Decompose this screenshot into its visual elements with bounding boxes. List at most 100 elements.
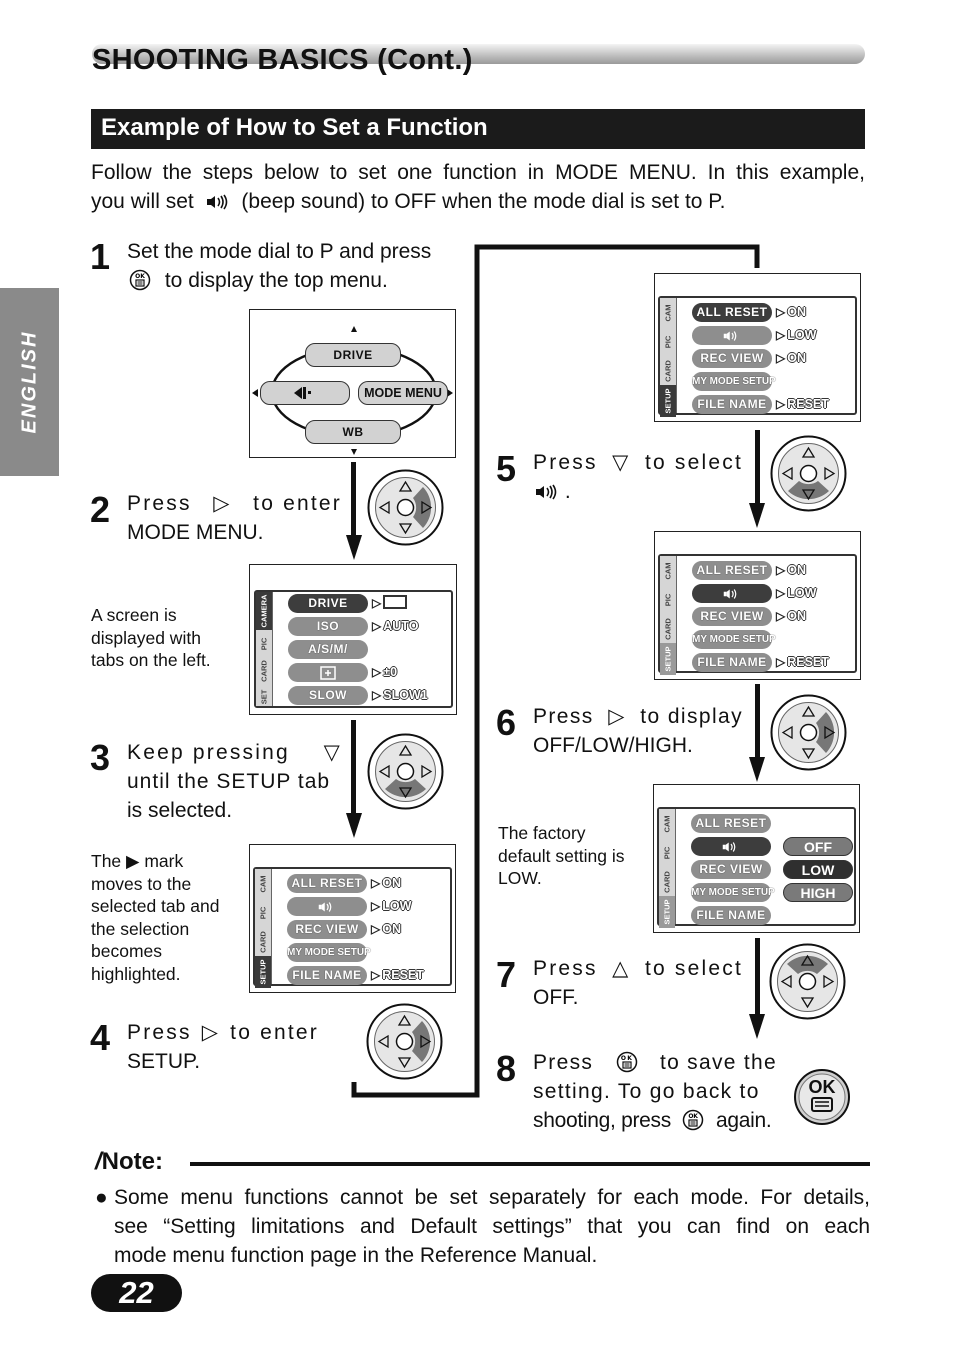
pencil-icon: / [95,1148,102,1175]
title-bar [92,44,865,64]
step-1-number: 1 [90,236,111,277]
step-2-post: to enter [253,492,342,515]
menu-item-asm: A/S/M/ [288,640,368,659]
svg-text:OK: OK [620,1055,632,1062]
arrow-head-6 [749,757,765,782]
setup-tab-screen: CAM PIC CARD SETUP ALL RESET REC VIEW MY… [249,844,456,993]
arrow-head-2 [346,535,362,560]
value-exposure: ±0 [372,663,397,682]
caption-factory-1: The factory [498,823,586,843]
menu-item-beep [692,584,772,603]
menu-item-all-reset: ALL RESET [691,814,771,833]
step-6-line-2: OFF/LOW/HIGH. [533,734,693,757]
value-rec-view: ON [776,607,806,626]
menu-item-file-name: FILE NAME [692,653,772,672]
caption-mark-6: highlighted. [91,963,181,984]
menu-item-file-name: FILE NAME [692,395,772,414]
beep-icon [536,484,557,500]
step-6-pre: Press [533,705,594,728]
arrow-head-5 [749,503,765,528]
step-5-period: . [564,480,571,503]
step-5-pre: Press [533,451,598,474]
value-all-reset: ON [776,561,806,580]
step-1-line-1: Set the mode dial to P and press [127,240,432,263]
note-line-2: see “Setting limitations and Default set… [114,1215,870,1238]
down-arrow-icon: ▽ [323,741,342,764]
setup-enter-lcd: CAM PIC CARD SETUP ALL RESET REC VIEW MY… [658,296,857,417]
note-divider [190,1162,870,1166]
ok-menu-icon: OK [683,1109,704,1131]
arrow-pad-up [769,943,846,1020]
note-line-1: ●Some menu functions cannot be set separ… [95,1183,870,1212]
menu-item-my-mode-setup: MY MODE SETUP [691,883,775,902]
step-5-number: 5 [496,448,517,489]
ok-button-label: OK [809,1077,836,1097]
value-all-reset: ON [776,303,806,322]
arrow-pad-down [367,733,444,810]
menu-tabs: CAM PIC CARD SETUP [660,556,677,675]
step-6-number: 6 [496,702,517,743]
arrow-pad-right [770,694,847,771]
step-3-line-2: until the SETUP tab [127,770,331,793]
step-8-pre: Press [533,1051,594,1074]
menu-item-slow: SLOW [288,686,368,705]
caption-mark-3: selected tab and [91,896,220,916]
right-arrow-icon: ▷ [201,1021,221,1044]
up-arrow-icon: △ [612,957,631,980]
step-8-post: to save the [659,1051,777,1074]
svg-text:OK: OK [689,1113,699,1120]
tab-card: CARD [663,617,673,640]
tab-cam: CAM [663,561,673,580]
step-1-line-2-text: to display the top menu. [164,269,388,292]
beep-selected-lcd: CAM PIC CARD SETUP ALL RESET REC VIEW MY… [658,554,857,675]
menu-item-file-name: FILE NAME [287,966,367,985]
top-menu-mode-menu: MODE MENU [358,381,448,405]
note-heading-text: Note: [101,1148,163,1175]
menu-item-my-mode-setup: MY MODE SETUP [287,943,371,962]
menu-item-iso: ISO [288,617,368,636]
step-4-pre: Press [127,1021,192,1044]
tab-camera: CAMERA [256,592,272,630]
step-3-line-1: Keep pressing ▽ [127,738,342,767]
tab-card: CARD [662,870,672,893]
setup-tab-lcd: CAM PIC CARD SETUP ALL RESET REC VIEW MY… [253,867,452,988]
ok-menu-icon: OK [129,269,151,291]
menu-item-exposure [288,663,368,682]
caption-tabs: A screen is displayed with tabs on the l… [91,604,211,672]
caption-tabs-1: A screen is [91,605,177,625]
caption-mark-5: becomes [91,941,163,961]
setup-enter-screen: CAM PIC CARD SETUP ALL RESET REC VIEW MY… [654,273,861,422]
caption-factory-2: default setting is [498,845,625,866]
step-7-pre: Press [533,957,598,980]
note-line-3: mode menu function page in the Reference… [114,1244,598,1267]
arrow-head-7 [749,1014,765,1039]
step-8-line-3-pre: shooting, press [533,1109,671,1132]
top-menu-screen: DRIVE WB MODE MENU [249,309,456,458]
intro-line-1: Follow the steps below to set one functi… [91,161,865,184]
flow-connector [351,244,760,1098]
top-menu-wb: WB [305,420,401,444]
arrow-shaft-7 [755,938,760,1016]
note-heading: /Note: [95,1148,163,1176]
arrow-shaft-3 [351,720,356,815]
menu-tabs: CAMERA PIC CARD SET [256,592,273,706]
tab-cam: CAM [662,814,672,833]
step-7-line-1: Press △ to select [533,954,743,983]
menu-item-rec-view: REC VIEW [692,349,772,368]
page-title: SHOOTING BASICS (Cont.) [92,44,473,76]
menu-item-my-mode-setup: MY MODE SETUP [692,630,776,649]
menu-item-beep [691,837,771,856]
step-4-post: to enter [230,1021,319,1044]
section-title: Example of How to Set a Function [91,109,865,149]
tab-pic: PIC [259,637,269,650]
intro-paragraph: Follow the steps below to set one functi… [91,158,865,216]
tab-setup: SETUP [660,385,676,417]
beep-selected-screen: CAM PIC CARD SETUP ALL RESET REC VIEW MY… [654,531,861,680]
exposure-comp-icon [260,381,350,405]
step-3-pre: Keep pressing [127,741,290,764]
caption-mark-2: moves to the [91,873,192,894]
option-low: LOW [783,860,853,879]
step-2-line-2: MODE MENU. [127,521,264,544]
menu-tabs: CAM PIC CARD SETUP [659,809,676,928]
step-3-number: 3 [90,737,111,778]
